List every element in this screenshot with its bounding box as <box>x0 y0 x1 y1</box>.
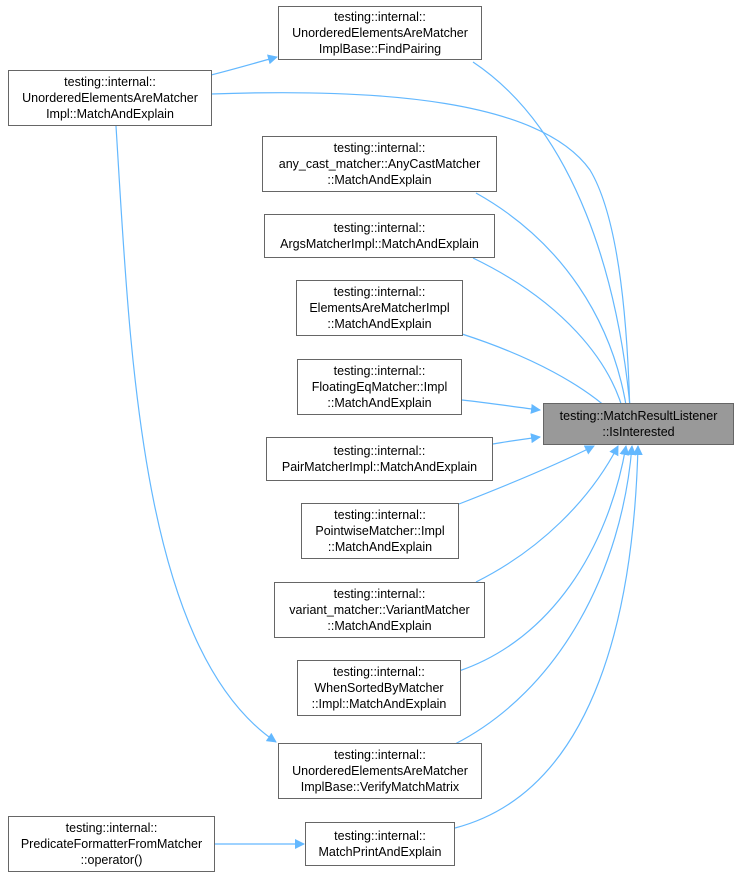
node-line: testing::internal:: <box>333 665 425 679</box>
node-line: testing::MatchResultListener <box>559 409 718 423</box>
node-line: Impl::MatchAndExplain <box>46 107 174 121</box>
node-line: ImplBase::FindPairing <box>318 42 442 56</box>
node-line: UnorderedElementsAreMatcher <box>292 26 468 40</box>
node-line: PairMatcherImpl::MatchAndExplain <box>281 460 478 474</box>
node-any-cast-matcher-match-and-explain[interactable]: testing::internal:: any_cast_matcher::An… <box>262 136 497 192</box>
node-line: ::IsInterested <box>602 425 675 439</box>
node-line: PointwiseMatcher::Impl <box>315 524 445 538</box>
edge-unordered-impl-to-find-pairing <box>210 54 278 76</box>
node-when-sorted-by-matcher-impl-match-and-explain[interactable]: testing::internal:: WhenSortedByMatcher … <box>297 660 461 716</box>
node-find-pairing[interactable]: testing::internal:: UnorderedElementsAre… <box>278 6 482 60</box>
node-match-result-listener-is-interested: testing::MatchResultListener ::IsInteres… <box>543 403 734 445</box>
node-line: ::MatchAndExplain <box>327 396 432 410</box>
node-line: variant_matcher::VariantMatcher <box>289 603 470 617</box>
edge-pair-matcher-to-is-interested <box>492 433 541 445</box>
node-line: UnorderedElementsAreMatcher <box>22 91 198 105</box>
node-line: UnorderedElementsAreMatcher <box>292 764 468 778</box>
node-line: PredicateFormatterFromMatcher <box>20 837 203 851</box>
node-unordered-elements-are-matcher-impl-match-and-explain[interactable]: testing::internal:: UnorderedElementsAre… <box>8 70 212 126</box>
node-line: ElementsAreMatcherImpl <box>309 301 450 315</box>
node-pair-matcher-impl-match-and-explain[interactable]: testing::internal:: PairMatcherImpl::Mat… <box>266 437 493 481</box>
edge-match-print-to-is-interested <box>454 445 643 829</box>
node-predicate-formatter-from-matcher-operator[interactable]: testing::internal:: PredicateFormatterFr… <box>8 816 215 872</box>
node-line: testing::internal:: <box>334 10 426 24</box>
node-pointwise-matcher-impl-match-and-explain[interactable]: testing::internal:: PointwiseMatcher::Im… <box>301 503 459 559</box>
node-line: testing::internal:: <box>333 587 426 601</box>
node-args-matcher-impl-match-and-explain[interactable]: testing::internal:: ArgsMatcherImpl::Mat… <box>264 214 495 258</box>
edge-find-pairing-to-is-interested <box>472 61 636 419</box>
node-line: testing::internal:: <box>64 75 156 89</box>
node-line: ::MatchAndExplain <box>327 540 433 554</box>
edge-verify-match-matrix-to-is-interested <box>454 445 637 745</box>
edge-args-matcher-to-is-interested <box>472 257 628 419</box>
edge-floating-eq-to-is-interested <box>461 399 541 414</box>
node-line: any_cast_matcher::AnyCastMatcher <box>278 157 481 171</box>
node-line: ::MatchAndExplain <box>327 619 432 633</box>
edge-pointwise-to-is-interested <box>458 445 595 505</box>
node-line: testing::internal:: <box>334 508 426 522</box>
node-line: ::operator() <box>80 853 143 867</box>
edge-unordered-impl-match-to-is-interested <box>210 92 635 419</box>
node-line: FloatingEqMatcher::Impl <box>311 380 448 394</box>
edge-variant-to-is-interested <box>475 445 619 583</box>
node-line: testing::internal:: <box>333 221 426 235</box>
node-match-print-and-explain[interactable]: testing::internal:: MatchPrintAndExplain <box>305 822 455 866</box>
node-line: testing::internal:: <box>334 829 426 843</box>
node-line: testing::internal:: <box>334 748 426 762</box>
edge-any-cast-to-is-interested <box>475 192 632 419</box>
node-line: MatchPrintAndExplain <box>318 845 442 859</box>
node-elements-are-matcher-impl-match-and-explain[interactable]: testing::internal:: ElementsAreMatcherIm… <box>296 280 463 336</box>
node-floating-eq-matcher-impl-match-and-explain[interactable]: testing::internal:: FloatingEqMatcher::I… <box>297 359 462 415</box>
node-line: testing::internal:: <box>333 444 426 458</box>
edge-when-sorted-to-is-interested <box>458 445 630 672</box>
node-line: ArgsMatcherImpl::MatchAndExplain <box>280 237 479 251</box>
node-variant-matcher-match-and-explain[interactable]: testing::internal:: variant_matcher::Var… <box>274 582 485 638</box>
node-line: testing::internal:: <box>65 821 158 835</box>
node-line: testing::internal:: <box>333 285 426 299</box>
edge-unordered-impl-to-verify-match-matrix <box>115 125 277 743</box>
node-line: ::Impl::MatchAndExplain <box>311 697 447 711</box>
node-line: testing::internal:: <box>333 364 426 378</box>
node-line: ::MatchAndExplain <box>327 317 432 331</box>
node-line: testing::internal:: <box>333 141 426 155</box>
node-line: ImplBase::VerifyMatchMatrix <box>300 780 460 794</box>
node-line: ::MatchAndExplain <box>327 173 432 187</box>
node-verify-match-matrix[interactable]: testing::internal:: UnorderedElementsAre… <box>278 743 482 799</box>
node-line: WhenSortedByMatcher <box>314 681 444 695</box>
